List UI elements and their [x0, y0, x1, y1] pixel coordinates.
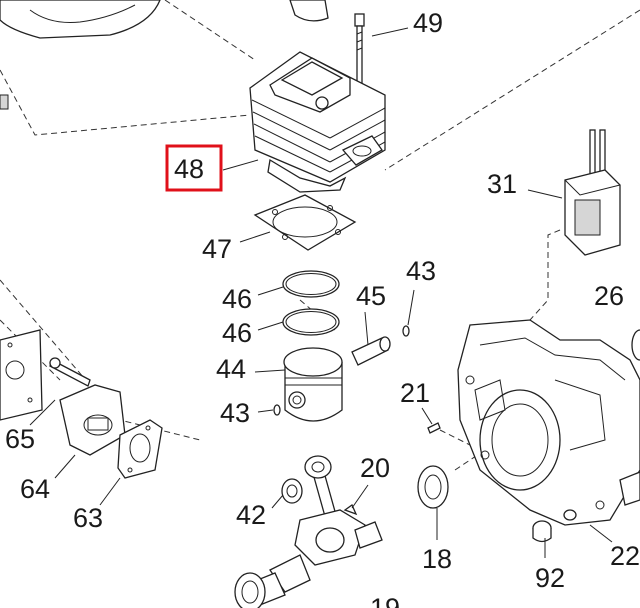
main-bearing	[234, 465, 449, 608]
callout-42[interactable]: 42	[236, 500, 266, 530]
circlips	[273, 325, 410, 416]
callout-19[interactable]: 19	[370, 593, 400, 608]
callout-44[interactable]: 44	[216, 354, 246, 384]
ignition-module	[564, 129, 621, 256]
callout-31[interactable]: 31	[487, 169, 517, 199]
dowel-pin	[427, 422, 441, 434]
cylinder	[249, 51, 386, 193]
crankshaft-assembly	[243, 455, 383, 606]
crankcase	[457, 319, 640, 526]
cover-fragment	[0, 0, 329, 110]
callout-21[interactable]: 21	[400, 378, 430, 408]
callout-43-lower[interactable]: 43	[220, 398, 250, 428]
callout-63[interactable]: 63	[73, 503, 103, 533]
callout-47[interactable]: 47	[202, 234, 232, 264]
callout-43-upper[interactable]: 43	[406, 256, 436, 286]
cylinder-screw	[354, 13, 365, 85]
callout-46-lower[interactable]: 46	[222, 318, 252, 348]
highlight-box	[165, 144, 223, 192]
callout-46-upper[interactable]: 46	[222, 284, 252, 314]
piston-pin	[351, 336, 391, 366]
piston-rings	[282, 270, 340, 336]
oil-seal	[532, 520, 552, 543]
callout-64[interactable]: 64	[20, 474, 50, 504]
callout-92[interactable]: 92	[535, 563, 565, 593]
piston	[283, 347, 343, 422]
callout-26[interactable]: 26	[594, 281, 624, 311]
cylinder-gasket	[253, 194, 357, 251]
cover-part-26	[631, 329, 640, 361]
needle-bearing	[281, 478, 303, 504]
leader-lines	[29, 27, 613, 558]
callout-22[interactable]: 22	[610, 541, 640, 571]
callout-20[interactable]: 20	[360, 453, 390, 483]
callout-65[interactable]: 65	[5, 424, 35, 454]
callout-49[interactable]: 49	[413, 8, 443, 38]
callout-48[interactable]: 48	[174, 154, 204, 184]
intake-assembly	[0, 329, 163, 479]
callout-labels: 49 48 47 46 46 45 44 43 43 42 31 26 21 2…	[5, 8, 640, 608]
callout-18[interactable]: 18	[422, 544, 452, 574]
callout-45[interactable]: 45	[356, 281, 386, 311]
